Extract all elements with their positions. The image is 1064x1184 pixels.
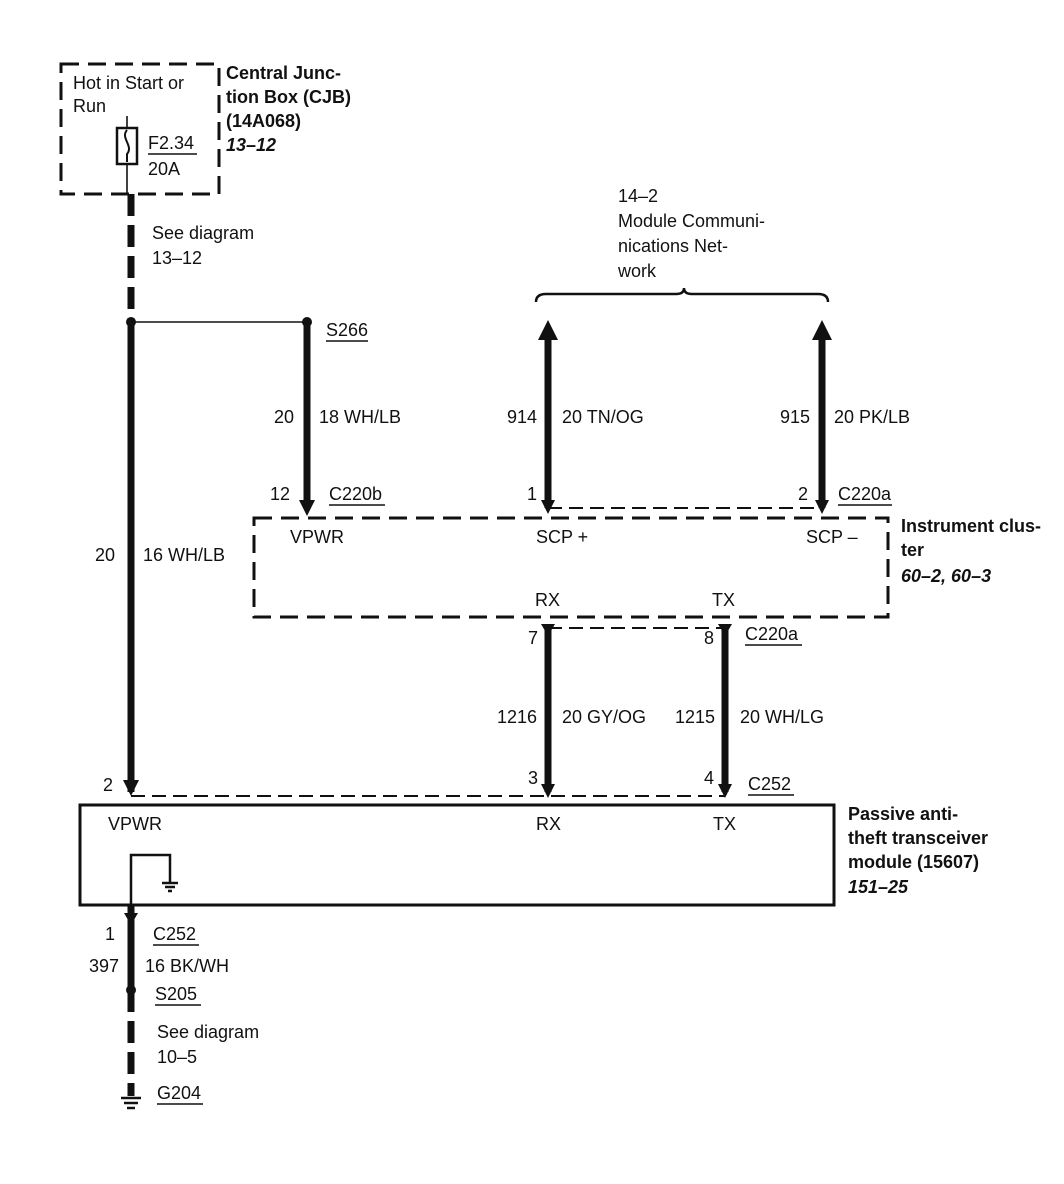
see-diagram-bottom-line2: 10–5 [157,1047,197,1067]
ground-wire-connector: C252 [153,924,196,944]
fuse-name: F2.34 [148,133,194,153]
cjb-title-line2: tion Box (CJB) [226,87,351,107]
pats-title-line1: Passive anti- [848,804,958,824]
wire-scp-minus-circuit: 915 [780,407,810,427]
see-diagram-bottom-line1: See diagram [157,1022,259,1042]
pats-title-line2: theft transceiver [848,828,988,848]
wire-tx-pin: 4 [704,768,714,788]
fuse-icon [115,116,139,194]
fuse-rating: 20A [148,159,180,179]
wire-rx-gauge: 20 GY/OG [562,707,646,727]
splice-s266-label: S266 [326,320,368,340]
pats-tx-terminal: TX [713,814,736,834]
wire-tx: 1215 20 WH/LG 4 [675,624,824,798]
wire-scp-minus-gauge: 20 PK/LB [834,407,910,427]
cjb-hot-line2: Run [73,96,106,116]
cluster-scp-plus-terminal: SCP + [536,527,588,547]
pats-title-line3: module (15607) [848,852,979,872]
wire-scp-plus-gauge: 20 TN/OG [562,407,644,427]
wire-scp-plus: 914 20 TN/OG 1 [507,320,644,514]
central-junction-box: Hot in Start or Run F2.34 20A Central Ju… [59,62,351,196]
connector-c220a-top: C220a [838,484,892,504]
wire-tx-gauge: 20 WH/LG [740,707,824,727]
wire-main-circuit: 20 [95,545,115,565]
cjb-hot-line1: Hot in Start or [73,73,184,93]
cluster-title-line2: ter [901,540,924,560]
arrow-up-icon [812,320,832,340]
cluster-tx-terminal: TX [712,590,735,610]
cjb-title-line3: (14A068) [226,111,301,131]
network-ref: 14–2 [618,186,658,206]
wire-rx-circuit: 1216 [497,707,537,727]
cluster-ref: 60–2, 60–3 [901,566,991,586]
pats-module-outline [78,803,836,907]
ground-g204-label: G204 [157,1083,201,1103]
wire-rx: 1216 20 GY/OG 3 [497,624,646,798]
network-line2: nications Net- [618,236,728,256]
cjb-title-line1: Central Junc- [226,63,341,83]
network-line3: work [617,261,657,281]
instrument-cluster: VPWR SCP + SCP – RX TX Instrument clus- … [252,516,1041,619]
connector-c252-top: C252 [748,774,791,794]
network-line1: Module Communi- [618,211,765,231]
main-vpwr-wire [123,194,139,796]
wire-vpwr-cluster-pin: 12 [270,484,290,504]
splice-s266-branch: S266 [126,317,368,342]
arrow-up-icon [538,320,558,340]
wire-vpwr-cluster-gauge: 18 WH/LB [319,407,401,427]
pats-ref: 151–25 [848,877,909,897]
pats-rx-terminal: RX [536,814,561,834]
ground-wire-pin: 1 [105,924,115,944]
network-brace [534,287,830,303]
ground-wire-circuit: 397 [89,956,119,976]
see-diagram-top-line1: See diagram [152,223,254,243]
pats-module: 2 VPWR RX TX Passive anti- theft transce… [78,775,988,907]
wire-main-gauge: 16 WH/LB [143,545,225,565]
instrument-cluster-outline [252,516,890,619]
see-diagram-top-line2: 13–12 [152,248,202,268]
ground-wire-gauge: 16 BK/WH [145,956,229,976]
pats-vpwr-terminal: VPWR [108,814,162,834]
cluster-tx-pin: 8 [704,628,714,648]
internal-ground-icon [162,881,178,893]
wire-scp-minus: 915 20 PK/LB 2 C220a [780,320,910,514]
cluster-scp-minus-terminal: SCP – [806,527,858,547]
wire-vpwr-cluster-circuit: 20 [274,407,294,427]
wire-vpwr-cluster: 20 18 WH/LB 12 C220b [270,322,401,516]
wire-tx-circuit: 1215 [675,707,715,727]
connector-c220b: C220b [329,484,382,504]
cluster-rx-terminal: RX [535,590,560,610]
ground-icon [121,1096,141,1110]
cluster-vpwr-terminal: VPWR [290,527,344,547]
connector-c220a-bottom: C220a [745,624,799,644]
cjb-outline [59,62,221,196]
wire-scp-plus-pin: 1 [527,484,537,504]
splice-s205-label: S205 [155,984,197,1004]
wire-rx-pin: 3 [528,768,538,788]
cluster-title-line1: Instrument clus- [901,516,1041,536]
wire-scp-plus-circuit: 914 [507,407,537,427]
cjb-ref: 13–12 [226,135,276,155]
ground-wire: 1 C252 397 16 BK/WH S205 See diagram 10–… [89,905,259,1110]
pats-vpwr-pin: 2 [103,775,113,795]
wire-scp-minus-pin: 2 [798,484,808,504]
cluster-rx-pin: 7 [528,628,538,648]
network-reference: 14–2 Module Communi- nications Net- work [534,186,830,303]
